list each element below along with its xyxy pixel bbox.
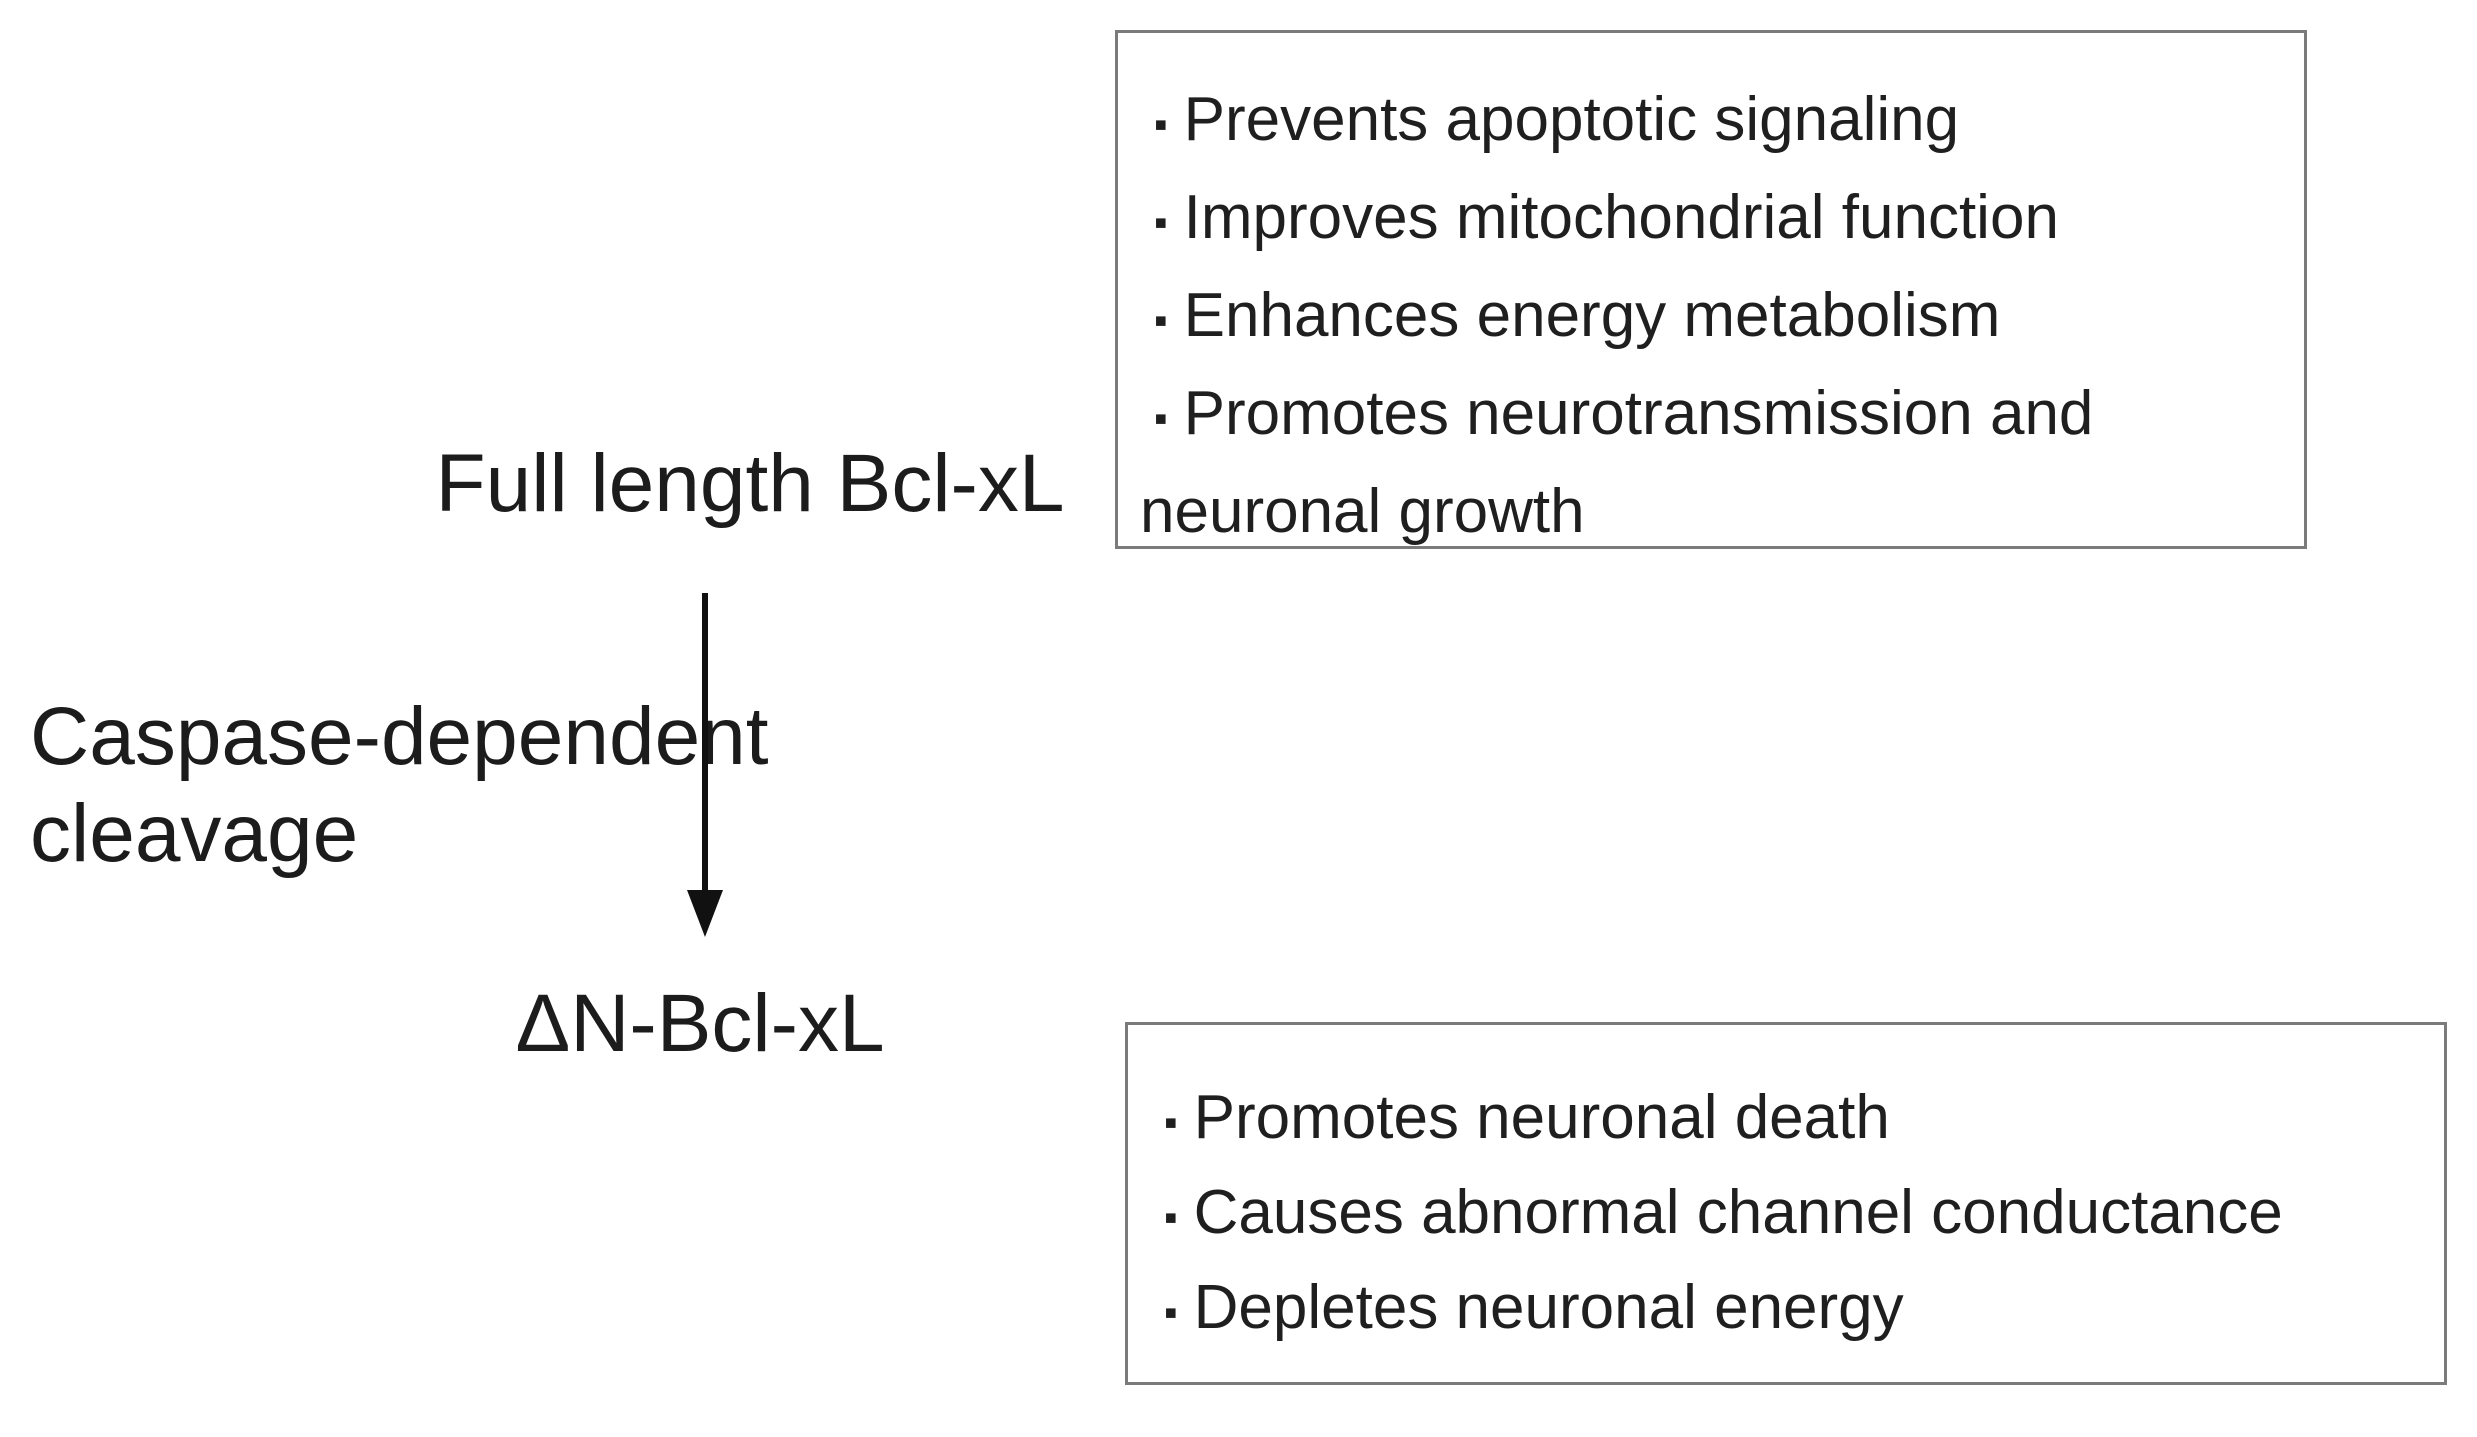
list-item: ▪ Depletes neuronal energy: [1150, 1263, 2426, 1358]
caspase-cleavage-label: Caspase-dependent cleavage: [30, 688, 769, 882]
list-item: ▪Promotes neurotransmission and neuronal…: [1140, 367, 2286, 558]
list-item: ▪ Prevents apoptotic signaling: [1140, 73, 2286, 171]
down-arrow-icon: [687, 593, 723, 937]
list-item-text: Enhances energy metabolism: [1183, 280, 2001, 350]
square-bullet-icon: ▪: [1154, 200, 1168, 244]
square-bullet-icon: ▪: [1154, 396, 1168, 440]
square-bullet-icon: ▪: [1164, 1290, 1178, 1334]
list-item: ▪ Enhances energy metabolism: [1140, 269, 2286, 367]
caspase-cleavage-label-line1: Caspase-dependent: [30, 691, 769, 782]
list-item-text: Promotes neurotransmission and neuronal …: [1140, 378, 2094, 546]
list-item-text: Improves mitochondrial function: [1183, 182, 2059, 252]
list-item-text: Depletes neuronal energy: [1193, 1272, 1904, 1342]
square-bullet-icon: ▪: [1164, 1100, 1178, 1144]
full-length-effects-box: ▪ Prevents apoptotic signaling ▪ Improves …: [1115, 30, 2307, 549]
full-length-bclxl-label: Full length Bcl-xL: [435, 438, 1065, 529]
square-bullet-icon: ▪: [1154, 102, 1168, 146]
list-item: ▪ Improves mitochondrial function: [1140, 171, 2286, 269]
delta-n-effects-box: ▪ Promotes neuronal death ▪ Causes abnorma…: [1125, 1022, 2447, 1385]
list-item: ▪ Causes abnormal channel conductance: [1150, 1168, 2426, 1263]
caspase-cleavage-label-line2: cleavage: [30, 788, 359, 879]
list-item: ▪ Promotes neuronal death: [1150, 1073, 2426, 1168]
delta-n-bclxl-label: ΔN-Bcl-xL: [515, 978, 885, 1069]
list-item-text: Promotes neuronal death: [1193, 1083, 1890, 1152]
list-item-text: Prevents apoptotic signaling: [1183, 85, 1960, 154]
list-item-text: Causes abnormal channel conductance: [1193, 1177, 2283, 1247]
square-bullet-icon: ▪: [1164, 1195, 1178, 1239]
square-bullet-icon: ▪: [1154, 298, 1168, 342]
